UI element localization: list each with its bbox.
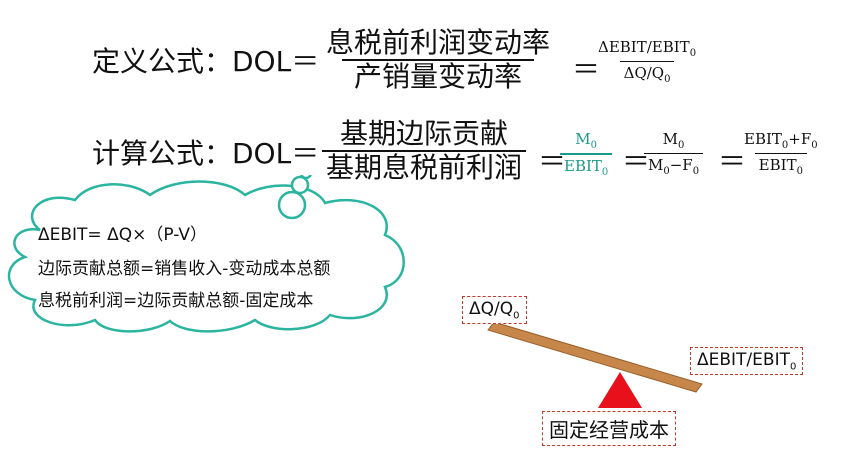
fulcrum-label: 固定经营成本 (542, 411, 676, 446)
calculation-frac3-numerator: M (662, 130, 679, 148)
fulcrum-triangle (598, 372, 642, 408)
definition-frac1-numerator: 息税前利润变动率 (326, 26, 551, 59)
seesaw-board (487, 321, 703, 393)
calculation-frac4-denominator: EBIT (758, 156, 797, 174)
calculation-equals-1: ＝ (538, 145, 567, 178)
subscript: 0 (513, 310, 520, 322)
subscript: 0 (663, 166, 670, 177)
definition-frac2-numerator: ΔEBIT/EBIT (598, 38, 690, 56)
calculation-fraction-4: EBIT0+F0 EBIT0 (740, 130, 822, 177)
subscript: 0 (692, 166, 700, 177)
calculation-equals-3: ＝ (718, 145, 747, 178)
calculation-frac2-denominator: EBIT (564, 157, 602, 175)
left-label-text: ΔQ/Q (469, 299, 514, 319)
definition-fraction-1: 息税前利润变动率 产销量变动率 (322, 29, 554, 91)
cloud-bubble-small (300, 175, 312, 180)
calculation-fraction-1: 基期边际贡献 基期息税前利润 (322, 117, 527, 182)
subscript: 0 (601, 167, 609, 178)
definition-label: 定义公式：DOL＝ (92, 45, 320, 78)
calculation-frac4-numerator-b: +F (788, 130, 812, 148)
seesaw-left-label: ΔQ/Q0 (462, 296, 527, 325)
calculation-fraction-3: M0 M0−F0 (644, 130, 704, 177)
seesaw-right-label: ΔEBIT/EBIT0 (690, 347, 804, 376)
subscript: 0 (590, 140, 597, 151)
cloud-shape (7, 180, 405, 333)
calculation-frac3-denominator-b: −F (669, 156, 693, 174)
cloud-line-2: 边际贡献总额=销售收入-变动成本总额 (38, 259, 331, 279)
cloud-bubble-large (277, 190, 307, 220)
calculation-fraction-2: M0 EBIT0 (560, 130, 613, 178)
calculation-frac1-denominator: 基期息税前利润 (322, 150, 527, 182)
cloud-line-3: 息税前利润=边际贡献总额-固定成本 (38, 291, 314, 311)
calculation-frac1-numerator: 基期边际贡献 (340, 117, 509, 150)
calculation-frac4-numerator-a: EBIT (744, 130, 782, 148)
thought-cloud (7, 175, 405, 333)
subscript: 0 (781, 140, 789, 151)
calculation-frac2-numerator: M (575, 130, 591, 148)
seesaw (487, 321, 703, 408)
definition-frac1-denominator: 产销量变动率 (342, 59, 535, 91)
subscript: 0 (678, 140, 685, 151)
subscript: 0 (689, 48, 697, 59)
subscript: 0 (811, 140, 818, 151)
calculation-equals-2: ＝ (622, 145, 651, 178)
definition-equals: ＝ (572, 53, 601, 86)
calculation-frac3-denominator-a: M (648, 156, 664, 174)
right-label-text: ΔEBIT/EBIT (697, 350, 790, 370)
cloud-bubble-medium (290, 175, 310, 195)
definition-fraction-2: ΔEBIT/EBIT0 ΔQ/Q0 (594, 38, 700, 85)
definition-frac2-denominator: ΔQ/Q (623, 64, 665, 82)
subscript: 0 (796, 166, 803, 177)
cloud-line-1: ΔEBIT= ΔQ×（P-V） (38, 225, 207, 245)
subscript: 0 (664, 74, 671, 85)
calculation-label: 计算公式：DOL＝ (92, 137, 320, 170)
subscript: 0 (789, 361, 797, 373)
